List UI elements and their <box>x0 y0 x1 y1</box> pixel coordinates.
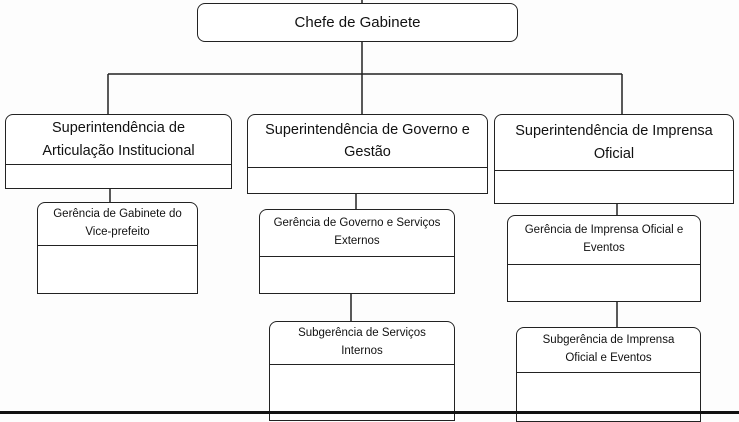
node-title: Gerência de Gabinete do Vice-prefeito <box>38 203 197 246</box>
node-ger-gabinete: Gerência de Gabinete do Vice-prefeito <box>37 202 198 294</box>
node-ger-imprensa: Gerência de Imprensa Oficial e Eventos <box>507 215 701 302</box>
node-sub-servicos: Subgerência de Serviços Internos <box>269 321 455 421</box>
node-title: Gerência de Imprensa Oficial e Eventos <box>508 216 700 265</box>
node-title: Superintendência de Articulação Instituc… <box>6 115 231 165</box>
node-title: Gerência de Governo e Serviços Externos <box>260 210 454 257</box>
node-ger-governo: Gerência de Governo e Serviços Externos <box>259 209 455 294</box>
node-chefe-de-gabinete: Chefe de Gabinete <box>197 3 518 42</box>
node-title: Subgerência de Imprensa Oficial e Evento… <box>517 328 700 373</box>
node-sup-imprensa: Superintendência de Imprensa Oficial <box>494 114 734 204</box>
node-sup-articulacao: Superintendência de Articulação Instituc… <box>5 114 232 189</box>
node-sub-imprensa: Subgerência de Imprensa Oficial e Evento… <box>516 327 701 422</box>
node-title: Superintendência de Governo e Gestão <box>248 115 487 168</box>
bottom-border <box>0 411 739 414</box>
node-title: Subgerência de Serviços Internos <box>270 322 454 365</box>
node-title: Chefe de Gabinete <box>294 13 421 31</box>
node-title: Superintendência de Imprensa Oficial <box>495 115 733 171</box>
node-sup-governo: Superintendência de Governo e Gestão <box>247 114 488 194</box>
